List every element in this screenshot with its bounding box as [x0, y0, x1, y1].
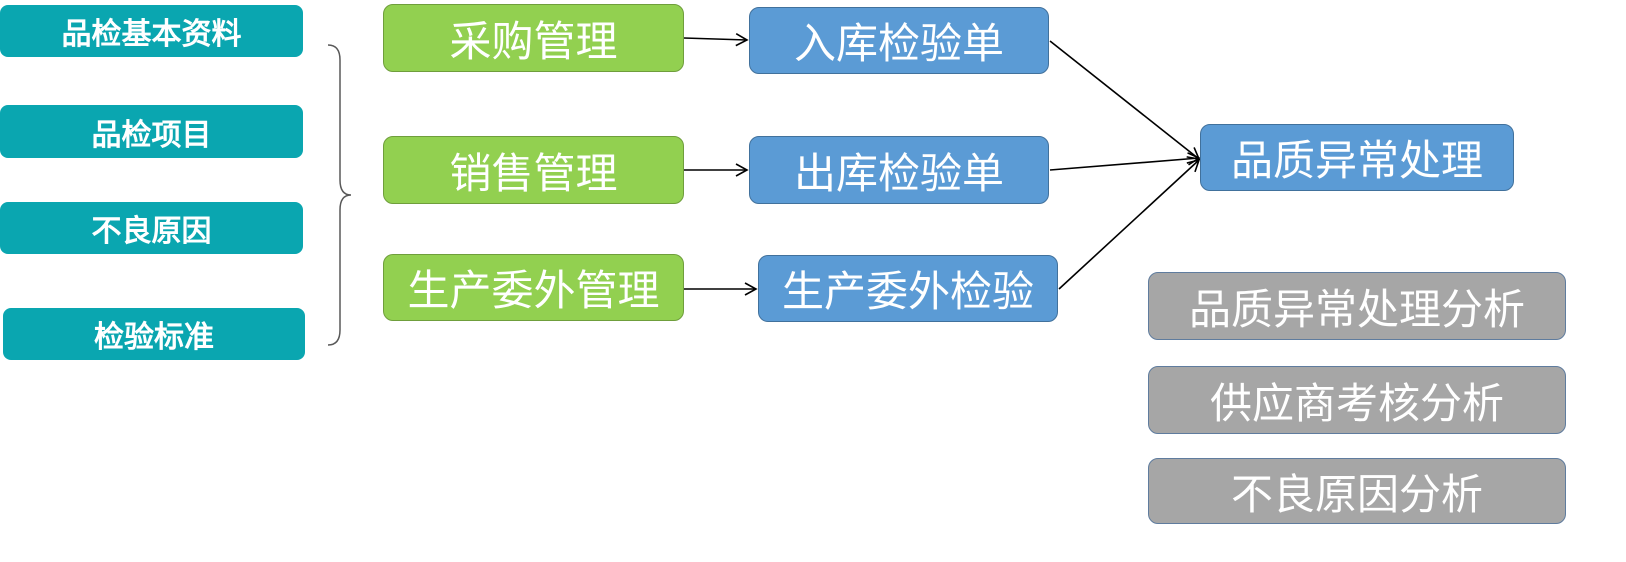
- doc-inbound-inspection: 入库检验单: [749, 7, 1049, 74]
- arrow-outbound-to-exception: [1049, 152, 1201, 171]
- basic-data-defect-causes: 不良原因: [0, 202, 303, 254]
- arrow-inbound-to-exception: [1049, 40, 1201, 161]
- basic-data-quality-master: 品检基本资料: [0, 5, 303, 57]
- arrow-outsourcing-inspection-to-exception: [1058, 158, 1201, 290]
- module-purchase-management: 采购管理: [383, 4, 684, 72]
- doc-outbound-inspection: 出库检验单: [749, 136, 1049, 204]
- report-defect-cause-analysis: 不良原因分析: [1148, 458, 1566, 524]
- arrow-purchase-to-inbound: [683, 32, 749, 47]
- basic-data-inspection-standards: 检验标准: [3, 308, 305, 360]
- module-outsourcing-management: 生产委外管理: [383, 254, 684, 321]
- grouping-brace: [327, 44, 352, 346]
- basic-data-inspection-items: 品检项目: [0, 105, 303, 158]
- module-sales-management: 销售管理: [383, 136, 684, 204]
- quality-exception-handling: 品质异常处理: [1200, 124, 1514, 191]
- report-supplier-assessment-analysis: 供应商考核分析: [1148, 366, 1566, 434]
- doc-outsourcing-inspection: 生产委外检验: [758, 255, 1058, 322]
- report-quality-exception-analysis: 品质异常处理分析: [1148, 272, 1566, 340]
